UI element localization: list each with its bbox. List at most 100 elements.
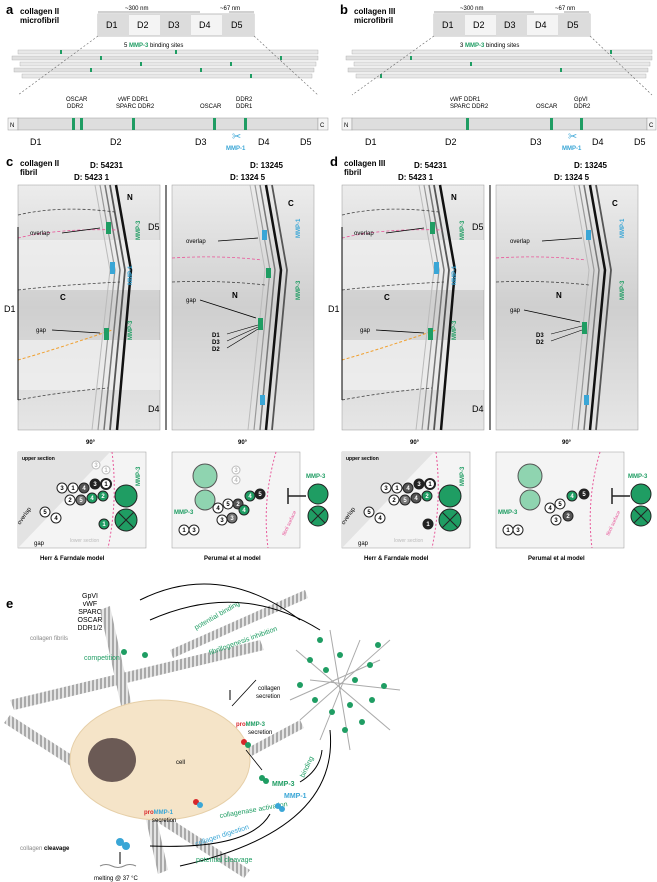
svg-text:1: 1 [102,522,106,528]
panel-b-title-2: microfibril [354,16,393,25]
b-d5: D5 [567,20,579,30]
a-site-1: DDR2 [67,104,84,110]
svg-text:3: 3 [384,486,388,492]
d-overlap: overlap [354,231,374,237]
svg-text:4: 4 [54,516,58,522]
d-mmp3-b: MMP-3 [452,320,458,340]
d-rot-right: 90° [562,440,572,446]
e-melting: melting @ 37 °C [94,876,139,882]
e-ligands: GpVI vWF SPARC OSCAR DDR1/2 [78,593,103,632]
d-dlist-0: D3 [536,333,544,339]
c-right-gap: gap [186,298,197,304]
d-xs-gap: gap [358,541,369,547]
panel-a-binding-sites: 5 MMP-3 binding sites [124,43,183,49]
a-mmp1: MMP-1 [226,146,246,152]
a-d4: D4 [199,20,211,30]
panel-b-dboxes: D1 D2 D3 D4 D5 [433,13,591,37]
e-pro-mmp3: proMMP-3 [236,722,266,728]
c-left-d-bot: D: 5423 1 [74,173,110,182]
svg-text:5: 5 [367,510,371,516]
svg-text:5: 5 [403,498,407,504]
e-cell [69,699,251,821]
svg-text:3: 3 [234,468,238,474]
d-upper-section: upper section [346,456,379,462]
d-xs2-mmp3-label: MMP-3 [498,510,518,516]
a-dl4: D4 [258,137,270,147]
b-site-4: DDR2 [574,104,591,110]
svg-text:OSCAR: OSCAR [78,617,103,624]
b-n: N [344,123,348,129]
svg-text:5: 5 [43,510,47,516]
a-site-4: OSCAR [200,104,222,110]
c-xs-gap: gap [34,541,45,547]
e-collagen-fibrils: collagen fibrils [30,636,68,642]
a-d3: D3 [168,20,180,30]
svg-text:4: 4 [406,486,410,492]
a-site-6: DDR1 [236,104,253,110]
d-xs-mmp3: MMP-3 [460,466,466,486]
d-right-d-top: D: 13245 [574,161,607,170]
d-mmp1-a: MMP-1 [452,265,458,285]
panel-c-title-2: fibril [20,168,37,177]
d-d5: D5 [472,222,484,232]
b-linear-bar [351,117,648,131]
a-dl2: D2 [110,137,122,147]
a-linear-bar [17,117,319,131]
b-dl5: D5 [634,137,646,147]
svg-text:1: 1 [506,528,510,534]
svg-text:3: 3 [220,518,224,524]
d-right-overlap: overlap [510,239,530,245]
panel-b-title-1: collagen III [354,7,395,16]
svg-text:5: 5 [79,498,83,504]
d-right-c: C [612,199,618,208]
c-upper-section: upper section [22,456,55,462]
c-c-label: C [60,293,66,302]
c-d1: D1 [4,304,16,314]
panel-a-title-2: microfibril [20,16,59,25]
c-overlap: overlap [30,231,50,237]
a-d2: D2 [137,20,149,30]
a-site-2: vWF DDR1 [118,97,149,103]
panel-a-dboxes: D1 D2 D3 D4 D5 [97,13,255,37]
c-xs2-mmp3: MMP-3 [306,474,326,480]
e-mmp3: MMP-3 [272,781,295,788]
e-cell-label: cell [176,760,185,766]
d-right-gap: gap [510,308,521,314]
a-dl1: D1 [30,137,42,147]
svg-text:4: 4 [414,496,418,502]
d-xs2-mmp3: MMP-3 [628,474,648,480]
d-n: N [451,193,457,202]
a-dl5: D5 [300,137,312,147]
e-mmp1: MMP-1 [284,793,307,800]
c-xs-molecules: 3 1 4 3 1 2 5 4 2 5 4 1 3 1 [39,460,112,530]
panel-d: d collagen III fibril D: 54231 D: 5423 1… [328,154,652,562]
c-n: N [127,193,133,202]
a-site-5: DDR2 [236,97,253,103]
svg-text:1: 1 [426,522,430,528]
svg-text:4: 4 [378,516,382,522]
panel-a-span-300: ~300 nm [125,6,149,12]
b-d2: D2 [473,20,485,30]
a-d5: D5 [231,20,243,30]
svg-text:3: 3 [60,486,64,492]
d-model-right: Perumal et al model [528,556,585,562]
panel-e-letter: e [6,596,13,611]
c-right-fibril-box [171,184,315,431]
e-secretion-2: secretion [248,730,272,736]
panel-d-letter: d [330,154,338,169]
svg-text:3: 3 [554,518,558,524]
svg-text:3: 3 [230,516,234,522]
b-site-1: SPARC DDR2 [450,104,489,110]
a-scissors-icon: ✂ [232,131,241,143]
svg-text:4: 4 [548,506,552,512]
b-scissors-icon: ✂ [568,131,577,143]
c-xs2-mmp3-label: MMP-3 [174,510,194,516]
svg-text:2: 2 [101,494,105,500]
svg-text:5: 5 [582,492,586,498]
c-right-mmp3: MMP-3 [296,280,302,300]
c-dlist-1: D3 [212,340,220,346]
svg-text:DDR1/2: DDR1/2 [78,625,103,632]
svg-text:4: 4 [90,496,94,502]
d-dlist-1: D2 [536,340,544,346]
